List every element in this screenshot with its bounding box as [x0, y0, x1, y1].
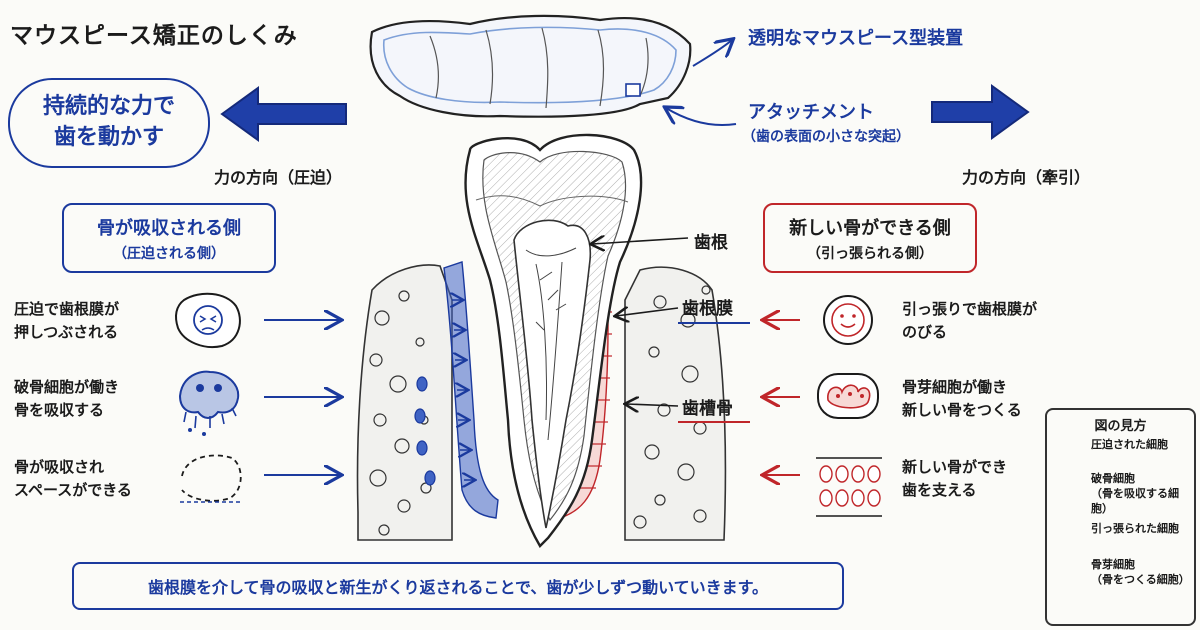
aligner-tray: [369, 14, 737, 126]
right-step-3-line-1: 新しい骨ができ: [902, 458, 1008, 476]
legend-item-osteoclast: 破骨細胞 （骨を吸収する細胞）: [1091, 472, 1194, 517]
legend-item-compressed: 圧迫された細胞: [1091, 438, 1168, 453]
resorption-side-title: 骨が吸収される側: [97, 217, 241, 239]
root-label: 歯根: [694, 233, 728, 253]
summary-text: 歯根膜を介して骨の吸収と新生がくり返されることで、歯が少しずつ動いていきます。: [147, 578, 768, 597]
legend-item-stretched-label: 引っ張られた細胞: [1091, 522, 1179, 535]
compressed-cell-icon: [175, 292, 241, 348]
right-step-arrows: [764, 320, 800, 475]
right-step-3: 新しい骨ができ 歯を支える: [902, 456, 1007, 503]
osteoblast-icon: [817, 373, 879, 419]
legend-title: 図の見方: [1094, 419, 1147, 434]
formation-side-sub: （引っ張られる側）: [807, 245, 933, 262]
force-bubble: 持続的な力で 歯を動かす: [8, 78, 210, 168]
right-step-1: 引っ張りで歯根膜が のびる: [902, 298, 1037, 345]
bone-label: 歯槽骨: [682, 399, 733, 419]
legend-item-stretched: 引っ張られた細胞: [1091, 522, 1179, 537]
osteoclast-icon: [178, 370, 240, 436]
root-pointer: [592, 238, 689, 244]
right-step-2-line-2: 新しい骨をつくる: [902, 401, 1022, 420]
stretched-cell-icon: [823, 295, 873, 345]
tooth: [464, 133, 643, 548]
left-step-3: 骨が吸収され スペースができる: [14, 456, 132, 503]
bone-pores: [369, 285, 711, 536]
left-step-1-line-2: 押しつぶされる: [14, 323, 119, 342]
legend: 図の見方 圧迫された細胞 破骨細胞 （骨を吸収する細胞） 引っ張られた細胞 骨芽…: [1045, 408, 1196, 626]
compressed-pdl: [414, 261, 499, 519]
left-step-3-line-2: スペースができる: [14, 481, 132, 500]
right-step-1-line-2: のびる: [902, 323, 948, 342]
left-step-2: 破骨細胞が働き 骨を吸収する: [14, 376, 119, 423]
left-step-3-line-1: 骨が吸収され: [14, 458, 105, 476]
space-icon: [180, 454, 242, 503]
right-step-1-line-1: 引っ張りで歯根膜が: [902, 300, 1038, 318]
left-step-1: 圧迫で歯根膜が 押しつぶされる: [14, 298, 119, 345]
force-label-right: 力の方向（牽引）: [962, 168, 1091, 187]
pdl-pointer: [616, 308, 679, 316]
legend-item-osteoblast-note: （骨をつくる細胞）: [1091, 572, 1190, 586]
right-step-2: 骨芽細胞が働き 新しい骨をつくる: [902, 376, 1022, 423]
bubble-line-1: 持続的な力で: [42, 94, 175, 120]
attachment-label: アタッチメント: [748, 102, 874, 123]
resorption-side-sub: （圧迫される側）: [113, 245, 225, 262]
left-step-2-line-1: 破骨細胞が働き: [14, 378, 120, 396]
force-arrow-right: [931, 84, 1030, 140]
right-step-2-line-1: 骨芽細胞が働き: [902, 378, 1008, 396]
legend-item-osteoblast: 骨芽細胞 （骨をつくる細胞）: [1091, 558, 1190, 588]
force-label-left: 力の方向（圧迫）: [214, 168, 343, 187]
pdl-label: 歯根膜: [682, 299, 733, 319]
bubble-line-2: 歯を動かす: [53, 125, 164, 150]
right-step-3-line-2: 歯を支える: [902, 481, 977, 500]
legend-item-osteoblast-label: 骨芽細胞: [1091, 558, 1135, 571]
legend-item-compressed-label: 圧迫された細胞: [1091, 438, 1168, 451]
legend-item-osteoclast-label: 破骨細胞: [1091, 472, 1135, 485]
page-title: マウスピース矯正のしくみ: [10, 23, 298, 49]
attachment-note: （歯の表面の小さな突起）: [742, 129, 910, 145]
new-bone-icon: [816, 457, 882, 517]
legend-item-osteoclast-note: （骨を吸収する細胞）: [1091, 486, 1179, 515]
formation-side-box: 新しい骨ができる側 （引っ張られる側）: [763, 203, 977, 273]
left-step-2-line-2: 骨を吸収する: [14, 401, 105, 420]
aligner-label: 透明なマウスピース型装置: [748, 28, 964, 49]
formation-side-title: 新しい骨ができる側: [789, 217, 951, 239]
resorption-side-box: 骨が吸収される側 （圧迫される側）: [62, 203, 276, 273]
left-step-arrows: [264, 320, 340, 475]
left-step-1-line-1: 圧迫で歯根膜が: [14, 300, 120, 318]
bone-pointer: [626, 404, 679, 406]
summary-box: 歯根膜を介して骨の吸収と新生がくり返されることで、歯が少しずつ動いていきます。: [72, 562, 844, 610]
force-arrow-left: [220, 86, 347, 142]
